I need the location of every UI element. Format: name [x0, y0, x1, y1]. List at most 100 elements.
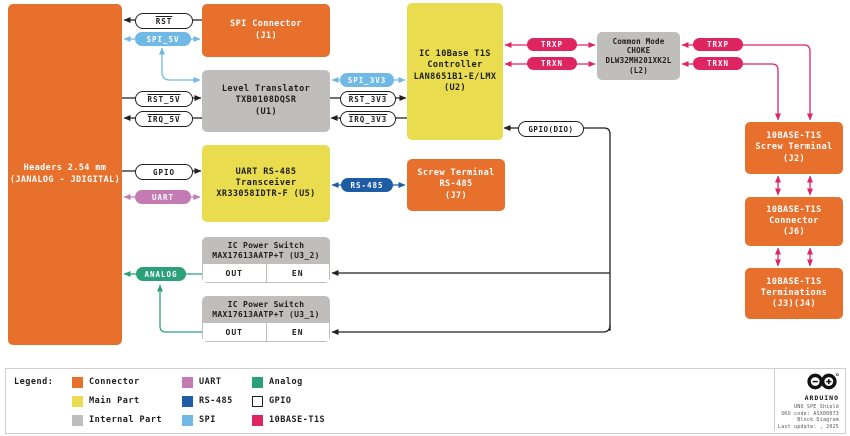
block-uart-rs485-transceiver-u5: UART RS-485 Transceiver XR33058IDTR-F (U…: [202, 145, 330, 222]
footer-line2: SKU code: ASX00073: [781, 410, 839, 417]
block-u2-line2: Controller: [427, 60, 483, 71]
block-l2-line2: CHOKE: [626, 46, 651, 56]
legend-item-uart: UART: [182, 376, 221, 388]
legend-label-analog: Analog: [269, 377, 303, 387]
signal-pill-rst: RST: [135, 13, 193, 29]
legend-label-main-part: Main Part: [89, 396, 140, 406]
block-u2-line3: LAN8651B1-E/LMX: [413, 71, 497, 82]
footer-line3: Block Diagram: [797, 417, 839, 423]
block-u5-line3: XR33058IDTR-F (U5): [216, 189, 316, 200]
legend-label-10base-t1s: 10BASE-T1S: [269, 415, 326, 425]
block-j2-line3: (J2): [782, 153, 806, 164]
block-u5-line2: Transceiver: [235, 177, 297, 188]
signal-pill-irq-5v: IRQ_5V: [135, 111, 193, 127]
block-common-mode-choke-l2: Common Mode CHOKE DLW32MH201XK2L (L2): [597, 32, 680, 80]
signal-pill-uart: UART: [135, 190, 191, 204]
legend-label-rs485: RS-485: [199, 396, 233, 406]
signal-analog-label: ANALOG: [144, 269, 178, 279]
block-u1-line1: Level Translator: [221, 84, 311, 95]
legend-item-connector: Connector: [72, 376, 140, 388]
signal-pill-rst-3v3: RST_3V3: [340, 91, 396, 107]
block-j6-line2: Connector: [769, 215, 819, 226]
signal-irq-5v-label: IRQ_5V: [147, 114, 181, 124]
legend-divider: [774, 369, 775, 431]
block-screw-terminal-j7: Screw Terminal RS-485 (J7): [407, 159, 505, 211]
legend-label-gpio: GPIO: [269, 396, 292, 406]
signal-rs485-label: RS-485: [350, 180, 384, 190]
block-headers-line2: (JANALOG - JDIGITAL): [9, 174, 121, 185]
signal-trxp-label: TRXP: [540, 40, 564, 49]
u3_2-en-pin: EN: [266, 264, 329, 282]
legend-item-spi: SPI: [182, 414, 216, 426]
signal-irq-3v3-label: IRQ_3V3: [348, 114, 388, 124]
block-u1-line2: TXB0108DQSR: [235, 95, 297, 106]
block-u1-line3: (U1): [254, 106, 278, 117]
block-j2-line1: 10BASE-T1S: [766, 131, 822, 142]
block-t1s-terminations-j3-j4: 10BASE-T1S Terminations (J3)(J4): [745, 268, 843, 319]
block-j7-line3: (J7): [444, 190, 468, 201]
block-t1s-controller-u2: IC 10Base T1S Controller LAN8651B1-E/LMX…: [407, 3, 503, 140]
analog-swatch: [252, 376, 263, 388]
signal-gpio-label: GPIO: [152, 167, 176, 177]
legend-label-uart: UART: [199, 377, 222, 387]
block-u3_2-line2: MAX17613AATP+T (U3_2): [212, 250, 320, 260]
gpio-swatch: [252, 395, 263, 407]
block-power-switch-u3_2: IC Power Switch MAX17613AATP+T (U3_2) OU…: [202, 237, 330, 283]
uart-swatch: [182, 376, 193, 388]
u3_2-out-pin: OUT: [203, 264, 267, 282]
rs485-swatch: [182, 395, 193, 407]
block-headers-line1: Headers 2.54 mm: [23, 163, 107, 174]
legend-label-connector: Connector: [89, 377, 140, 387]
signal-pill-gpio: GPIO: [135, 164, 193, 180]
spi-swatch: [182, 414, 193, 426]
signal-pill-gpio-dio: GPIO(DIO): [518, 121, 584, 137]
signal-pill-spi-5v: SPI_5V: [135, 32, 191, 46]
signal-pill-trxn-right: TRXN: [693, 57, 743, 70]
footer-line4: Last update: , 2025: [778, 423, 839, 430]
block-u2-line1: IC 10Base T1S: [419, 49, 491, 60]
block-u3_2-line1: IC Power Switch: [227, 240, 305, 250]
legend-item-main-part: Main Part: [72, 395, 140, 407]
block-l2-line3: DLW32MH201XK2L: [605, 56, 672, 65]
block-j3j4-line1: 10BASE-T1S: [766, 276, 822, 287]
signal-pill-rs485: RS-485: [341, 178, 393, 192]
legend-label-spi: SPI: [199, 415, 216, 425]
signal-pill-trxp-left: TRXP: [527, 38, 577, 51]
legend-title: Legend:: [14, 377, 54, 387]
signal-pill-irq-3v3: IRQ_3V3: [340, 111, 396, 127]
footer-info: UNO SPE Shield SKU code: ASX00073 Block …: [744, 404, 839, 430]
legend-item-10base-t1s: 10BASE-T1S: [252, 414, 325, 426]
u3_1-en-pin: EN: [266, 323, 329, 341]
signal-pill-analog: ANALOG: [136, 267, 186, 281]
signal-trxn-label: TRXN: [540, 59, 564, 68]
signal-pill-trxp-right: TRXP: [693, 38, 743, 51]
signal-trxn-right-label: TRXN: [706, 59, 730, 68]
connector-swatch: [72, 376, 83, 388]
block-level-translator-u1: Level Translator TXB0108DQSR (U1): [202, 70, 330, 132]
block-j3j4-line3: (J3)(J4): [771, 299, 817, 310]
signal-gpio-dio-label: GPIO(DIO): [528, 124, 574, 134]
legend-item-internal-part: Internal Part: [72, 414, 162, 426]
signal-spi-3v3-label: SPI_3V3: [347, 75, 387, 85]
block-j1-line1: SPI Connector: [230, 19, 302, 30]
legend-item-rs485: RS-485: [182, 395, 233, 407]
brand-box: ARDUINO UNO SPE Shield SKU code: ASX0007…: [744, 373, 839, 430]
block-u2-line4: (U2): [443, 82, 467, 93]
block-power-switch-u3_1: IC Power Switch MAX17613AATP+T (U3_1) OU…: [202, 296, 330, 342]
signal-pill-spi-3v3: SPI_3V3: [340, 73, 394, 87]
signal-rst-3v3-label: RST_3V3: [348, 94, 388, 104]
legend-box: Legend: Connector Main Part Internal Par…: [5, 368, 846, 434]
signal-pill-rst-5v: RST_5V: [135, 91, 193, 107]
signal-pill-trxn-left: TRXN: [527, 57, 577, 70]
block-l2-line4: (L2): [629, 65, 648, 75]
block-t1s-screw-terminal-j2: 10BASE-T1S Screw Terminal (J2): [745, 122, 843, 174]
signal-spi-5v-label: SPI_5V: [146, 34, 180, 44]
block-j3j4-line2: Terminations: [760, 287, 828, 298]
internal-part-swatch: [72, 414, 83, 426]
legend-item-analog: Analog: [252, 376, 303, 388]
block-u3_1-line1: IC Power Switch: [227, 299, 305, 309]
footer-line1: UNO SPE Shield: [794, 404, 839, 410]
signal-rst-5v-label: RST_5V: [147, 94, 181, 104]
block-t1s-connector-j6: 10BASE-T1S Connector (J6): [745, 197, 843, 246]
